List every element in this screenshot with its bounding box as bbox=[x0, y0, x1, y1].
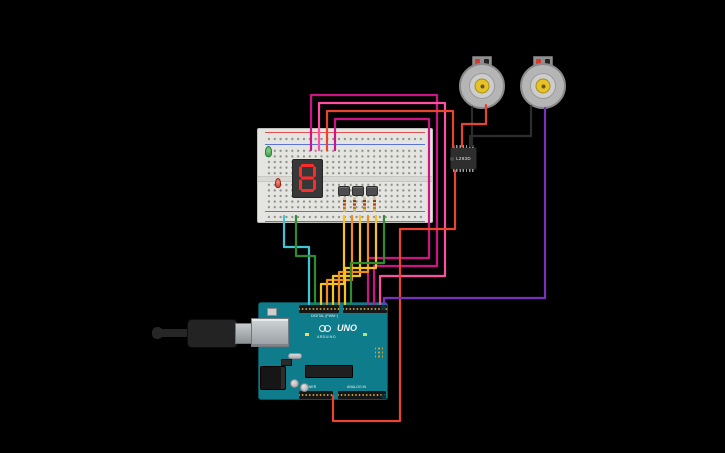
mounting-hole bbox=[381, 305, 386, 310]
usb-cable[interactable] bbox=[159, 329, 190, 337]
wire-display-wire-a[interactable] bbox=[309, 93, 439, 306]
motor1-body bbox=[459, 63, 505, 109]
digital-header-1[interactable] bbox=[299, 305, 339, 313]
pushbutton-1[interactable] bbox=[338, 186, 350, 196]
wire-signal-yellow-3[interactable] bbox=[343, 214, 378, 306]
capacitor-2 bbox=[300, 383, 309, 392]
pushbutton-3[interactable] bbox=[366, 186, 378, 196]
chip-notch-icon bbox=[450, 156, 454, 161]
wire-breadboard-to-hbridge[interactable] bbox=[325, 109, 455, 152]
wire-signal-green-2[interactable] bbox=[349, 214, 386, 306]
segment-g bbox=[301, 176, 314, 180]
digital-header-label: DIGITAL (PWM~) bbox=[311, 314, 339, 318]
resistor-1[interactable] bbox=[343, 197, 346, 212]
breadboard-rail-holes-top bbox=[266, 135, 424, 143]
capacitor-1 bbox=[290, 379, 299, 388]
voltage-regulator bbox=[281, 359, 292, 366]
icsp-pins bbox=[375, 347, 383, 358]
motor2-negative-terminal[interactable] bbox=[545, 58, 550, 64]
motor1-shaft bbox=[474, 78, 490, 94]
motor1-positive-terminal[interactable] bbox=[475, 58, 480, 64]
motor2-shaft bbox=[535, 78, 551, 94]
breadboard-negative-rail-top bbox=[265, 144, 425, 145]
board-brand-label: ARDUINO bbox=[317, 335, 336, 339]
red-led[interactable] bbox=[275, 178, 281, 188]
wire-display-wire-b[interactable] bbox=[317, 101, 447, 306]
green-led[interactable] bbox=[265, 146, 272, 157]
wire-signal-orange-2[interactable] bbox=[337, 214, 370, 306]
wire-signal-green-1[interactable] bbox=[294, 214, 317, 306]
segment-c bbox=[313, 179, 316, 190]
atmega-chip bbox=[305, 365, 353, 378]
chip-pins-bottom bbox=[453, 169, 474, 172]
motor2-positive-terminal[interactable] bbox=[536, 58, 541, 64]
segment-b bbox=[313, 166, 316, 177]
motor2-body bbox=[520, 63, 566, 109]
usb-connector[interactable] bbox=[187, 319, 238, 348]
segment-a bbox=[301, 164, 314, 167]
wire-power-red[interactable] bbox=[331, 169, 457, 423]
power-jack bbox=[260, 366, 286, 390]
led-l-indicator bbox=[305, 333, 309, 336]
analog-header-label: ANALOG IN bbox=[347, 385, 367, 389]
seven-segment-display[interactable] bbox=[292, 159, 323, 198]
wire-motor2-purple[interactable] bbox=[382, 106, 547, 306]
arduino-logo-icon bbox=[324, 325, 331, 332]
chip-label: L293D bbox=[456, 156, 471, 161]
seven-segment-digit bbox=[299, 164, 316, 192]
segment-d bbox=[301, 189, 314, 192]
crystal-oscillator bbox=[288, 353, 302, 359]
resistor-2[interactable] bbox=[353, 197, 356, 212]
mounting-hole bbox=[381, 394, 386, 399]
usb-port bbox=[251, 318, 289, 347]
digital-header-2[interactable] bbox=[343, 305, 387, 313]
power-header[interactable] bbox=[299, 391, 333, 399]
segment-e bbox=[299, 179, 302, 190]
motor1-negative-terminal[interactable] bbox=[484, 58, 489, 64]
hbridge-l293d-chip[interactable]: L293D bbox=[450, 145, 477, 172]
segment-f bbox=[299, 166, 302, 177]
power-header-label: POWER bbox=[303, 385, 317, 389]
usb-plug-metal bbox=[235, 323, 252, 344]
breadboard-bank-top bbox=[266, 148, 424, 176]
resistor-4[interactable] bbox=[373, 197, 376, 212]
wire-motor1-red[interactable] bbox=[460, 103, 488, 148]
wire-motor2-black[interactable] bbox=[468, 104, 533, 148]
board-model-label: UNO bbox=[337, 323, 357, 333]
chip-pins-top bbox=[453, 145, 474, 148]
usb-cable-end[interactable] bbox=[152, 327, 163, 339]
breadboard-center-groove bbox=[258, 176, 432, 182]
arduino-uno-board[interactable]: DIGITAL (PWM~) POWER ANALOG IN UNO ARDUI… bbox=[251, 302, 388, 400]
reset-button[interactable] bbox=[267, 308, 277, 316]
dc-motor-2[interactable] bbox=[520, 56, 566, 109]
led-on-indicator bbox=[363, 333, 367, 336]
dc-motor-1[interactable] bbox=[459, 56, 505, 109]
resistor-3[interactable] bbox=[363, 197, 366, 212]
wire-signal-yellow-2[interactable] bbox=[331, 214, 362, 306]
breadboard-positive-rail-top bbox=[265, 132, 425, 133]
analog-header[interactable] bbox=[338, 391, 386, 399]
pushbutton-2[interactable] bbox=[352, 186, 364, 196]
